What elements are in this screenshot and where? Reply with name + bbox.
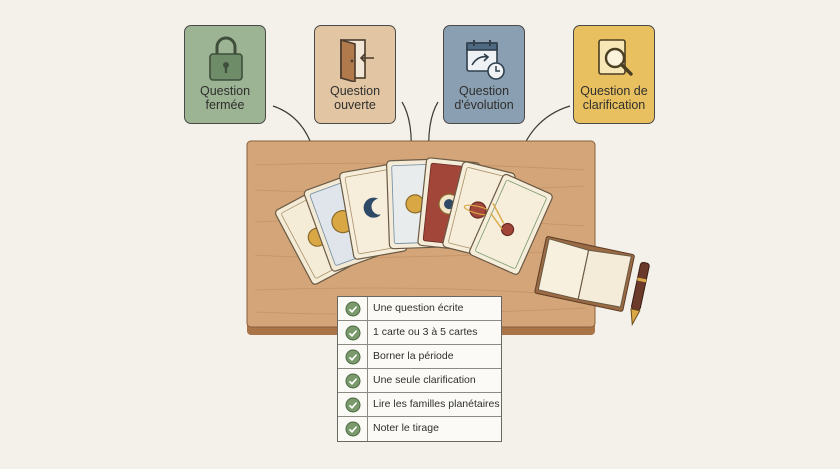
check-circle-icon xyxy=(345,301,361,317)
fountain-pen xyxy=(630,261,650,327)
padlock-icon xyxy=(209,36,243,81)
checklist-row: Une seule clarification xyxy=(338,369,501,393)
checklist-item-text: Lire les familles planétaires xyxy=(373,398,500,410)
question-label: Question d'évolution xyxy=(454,84,514,112)
question-box-fermee: Question fermée xyxy=(184,25,266,124)
question-label: Question ouverte xyxy=(329,84,381,112)
checklist-item-text: Une seule clarification xyxy=(373,374,476,386)
check-circle-icon xyxy=(345,325,361,341)
checklist-row: Une question écrite xyxy=(338,297,501,321)
question-box-ouverte: Question ouverte xyxy=(314,25,396,124)
checklist-item-text: Noter le tirage xyxy=(373,422,439,434)
checklist-row: 1 carte ou 3 à 5 cartes xyxy=(338,321,501,345)
checklist-item-text: Borner la période xyxy=(373,350,454,362)
check-circle-icon xyxy=(345,397,361,413)
question-box-clarification: Question de clarification xyxy=(573,25,655,124)
check-circle-icon xyxy=(345,373,361,389)
checklist-row: Noter le tirage xyxy=(338,417,501,441)
calendar-clock-icon xyxy=(466,40,505,80)
question-label: Question de clarification xyxy=(580,84,648,112)
checklist-item-text: Une question écrite xyxy=(373,302,464,314)
check-circle-icon xyxy=(345,349,361,365)
checklist-row: Lire les familles planétaires xyxy=(338,393,501,417)
tarot-cards xyxy=(274,157,553,285)
checklist-row: Borner la période xyxy=(338,345,501,369)
open-door-icon xyxy=(340,38,374,82)
check-circle-icon xyxy=(345,421,361,437)
question-box-evolution: Question d'évolution xyxy=(443,25,525,124)
question-label: Question fermée xyxy=(199,84,251,112)
magnifier-document-icon xyxy=(598,39,633,76)
checklist: Une question écrite 1 carte ou 3 à 5 car… xyxy=(337,296,502,442)
notebook xyxy=(534,236,635,312)
checklist-item-text: 1 carte ou 3 à 5 cartes xyxy=(373,326,478,338)
